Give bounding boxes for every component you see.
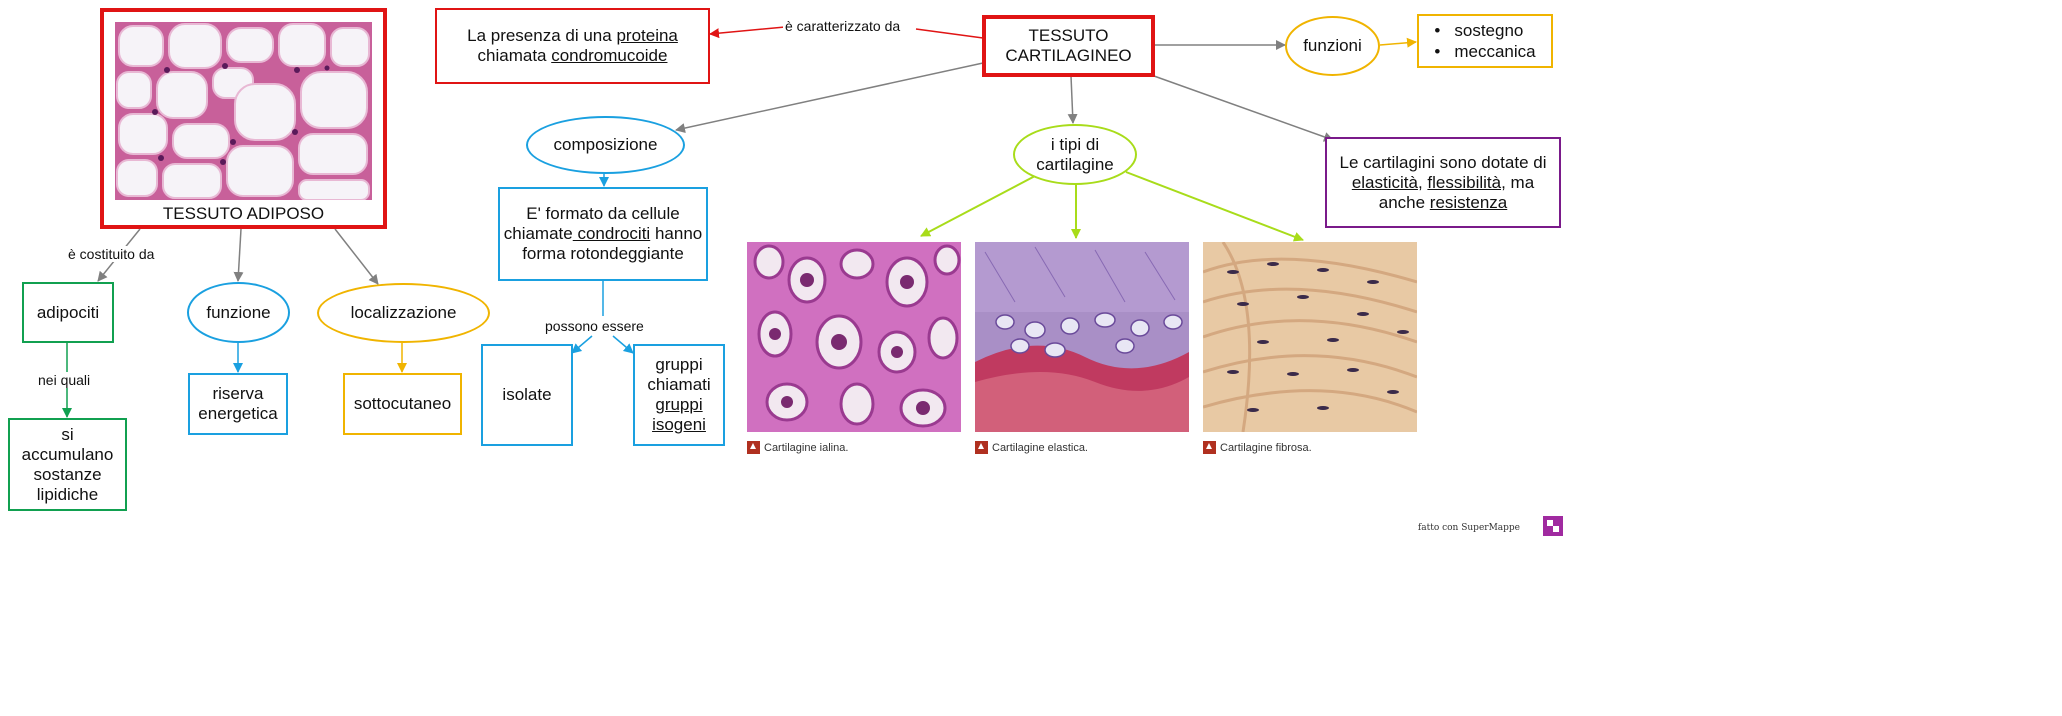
gruppi-node[interactable]: gruppi chiamati gruppi isogeni (633, 344, 725, 446)
isolate-node[interactable]: isolate (481, 344, 573, 446)
flessibilita-keyword: flessibilità, (1427, 172, 1506, 192)
tipi-cartilagine-node[interactable]: i tipi di cartilagine (1013, 124, 1137, 185)
cartilagine-elastica-image (975, 242, 1189, 432)
adipose-tissue-image (115, 22, 372, 200)
link-possono-gruppi (612, 335, 634, 354)
label-caratterizzato: è caratterizzato da (783, 18, 903, 34)
supermappe-logo-icon (1543, 516, 1563, 536)
link-cartilagineo-proteina (710, 27, 984, 38)
elasticita-keyword: elasticità (1351, 172, 1418, 192)
connector-layer (62, 0, 1417, 418)
cartilagine-ialina-image (747, 242, 961, 432)
sottocutaneo-node[interactable]: sottocutaneo (343, 373, 462, 435)
caption-elastica: Cartilagine elastica. (975, 441, 1088, 454)
link-tipi-fibrosa (1125, 171, 1304, 242)
link-funzioni-sostegno (1379, 37, 1417, 48)
arrow-up-icon (747, 441, 760, 454)
link-cartilagineo-tipi (1067, 75, 1078, 124)
funzione-node[interactable]: funzione (187, 282, 290, 343)
link-adiposo-funzione (233, 228, 244, 282)
sostegno-node[interactable]: sostegnomeccanica (1417, 14, 1553, 68)
tessuto-adiposo-box: TESSUTO ADIPOSO (100, 8, 387, 229)
proprieta-node[interactable]: Le cartilagini sono dotate di elasticità… (1325, 137, 1561, 228)
condrociti-keyword: condrociti (572, 224, 651, 243)
link-adiposo-localizzazione (334, 228, 379, 285)
arrow-up-icon (1203, 441, 1216, 454)
link-possono-isolate (571, 335, 593, 354)
credit-text: fatto con SuperMappe (1417, 523, 1520, 533)
link-tipi-ialina (920, 175, 1036, 237)
caption-ialina: Cartilagine ialina. (747, 441, 848, 454)
label-possono: possono essere (543, 318, 646, 334)
adipociti-node[interactable]: adipociti (22, 282, 114, 343)
lipidi-node[interactable]: si accumulano sostanze lipidiche (8, 418, 127, 511)
riserva-node[interactable]: riserva energetica (188, 373, 288, 435)
arrow-up-icon (975, 441, 988, 454)
caption-fibrosa: Cartilagine fibrosa. (1203, 441, 1312, 454)
formato-node[interactable]: E' formato da cellule chiamate condrocit… (498, 187, 708, 281)
funzioni-node[interactable]: funzioni (1285, 16, 1380, 76)
gruppi-isogeni-keyword: gruppi isogeni (652, 395, 706, 434)
label-nei-quali: nei quali (36, 372, 93, 388)
tessuto-adiposo-label: TESSUTO ADIPOSO (162, 204, 325, 223)
composizione-node[interactable]: composizione (526, 116, 685, 174)
resistenza-keyword: resistenza (1429, 192, 1508, 212)
condromucoide-keyword: condromucoide (551, 46, 668, 65)
link-cartilagineo-composizione (675, 62, 984, 133)
localizzazione-node[interactable]: localizzazione (317, 283, 490, 343)
link-cartilagineo-dotate (1153, 75, 1334, 142)
cartilagine-fibrosa-image (1203, 242, 1417, 432)
label-costituito: è costituito da (66, 246, 157, 262)
proteina-keyword: proteina (616, 26, 678, 45)
